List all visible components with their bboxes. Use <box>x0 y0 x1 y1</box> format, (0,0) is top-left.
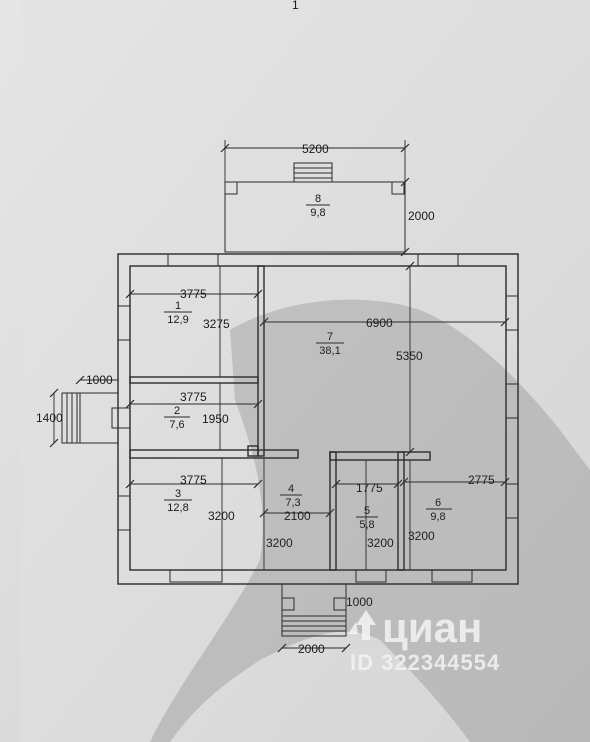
dim-side-porch-length: 1400 <box>36 411 63 425</box>
room-6-label: 6 9,8 <box>426 497 452 523</box>
svg-text:5,8: 5,8 <box>359 519 374 531</box>
svg-text:9,8: 9,8 <box>430 511 445 523</box>
svg-text:1: 1 <box>175 300 181 312</box>
dim-r1-width: 3775 <box>180 287 207 301</box>
svg-text:4: 4 <box>288 483 294 495</box>
dim-r6-width: 2775 <box>468 473 495 487</box>
dim-front-porch-width: 2000 <box>298 642 325 656</box>
svg-text:9,8: 9,8 <box>310 207 325 219</box>
room-8-label: 8 9,8 <box>306 193 330 219</box>
dim-r7-width: 6900 <box>366 316 393 330</box>
dim-r4-depth: 3200 <box>266 536 293 550</box>
svg-text:8: 8 <box>315 193 321 205</box>
dim-r2-depth: 1950 <box>202 412 229 426</box>
dim-side-porch-width: 1000 <box>86 373 113 387</box>
shadow-overlay <box>150 299 590 742</box>
dim-r5-depth: 3200 <box>367 536 394 550</box>
windows <box>117 253 519 583</box>
svg-text:2: 2 <box>174 405 180 417</box>
dim-r3-depth: 3200 <box>208 509 235 523</box>
svg-text:38,1: 38,1 <box>319 345 340 357</box>
dim-terrace-depth: 2000 <box>408 209 435 223</box>
dim-r2-width: 3775 <box>180 390 207 404</box>
dim-r1-depth: 3275 <box>203 317 230 331</box>
dimension-lines <box>49 140 510 653</box>
svg-text:12,8: 12,8 <box>167 502 188 514</box>
room-3-label: 3 12,8 <box>164 488 192 514</box>
room-4-label: 4 7,3 <box>280 483 302 509</box>
dimension-labels: 5200 2000 3775 3275 6900 5350 1000 1400 … <box>36 142 495 656</box>
watermark-logo-icon <box>348 610 376 640</box>
svg-text:7: 7 <box>327 331 333 343</box>
svg-text:6: 6 <box>435 497 441 509</box>
svg-text:12,9: 12,9 <box>167 314 188 326</box>
svg-text:5: 5 <box>364 505 370 517</box>
watermark-brand: циан <box>382 604 482 651</box>
dim-front-porch-depth: 1000 <box>346 595 373 609</box>
room-5-label: 5 5,8 <box>356 505 378 531</box>
svg-text:7,3: 7,3 <box>285 497 300 509</box>
room-7-label: 7 38,1 <box>316 331 344 357</box>
dim-r6-depth: 3200 <box>408 529 435 543</box>
dim-r7-depth: 5350 <box>396 349 423 363</box>
dim-r4-width: 2100 <box>284 509 311 523</box>
dim-terrace-width: 5200 <box>302 142 329 156</box>
dim-r3-width: 3775 <box>180 473 207 487</box>
room-labels: 8 9,8 1 12,9 7 38,1 2 7,6 3 12,8 4 7,3 <box>164 193 452 531</box>
svg-text:7,6: 7,6 <box>169 419 184 431</box>
watermark: циан ID 322344554 <box>348 604 500 675</box>
watermark-id: ID 322344554 <box>350 650 500 675</box>
page-edge <box>20 0 590 742</box>
dim-r5-width: 1775 <box>356 481 383 495</box>
room-2-label: 2 7,6 <box>164 405 190 431</box>
page-number: 1 <box>292 0 299 12</box>
room-1-label: 1 12,9 <box>164 300 192 326</box>
side-porch <box>61 392 131 444</box>
svg-text:3: 3 <box>175 488 181 500</box>
